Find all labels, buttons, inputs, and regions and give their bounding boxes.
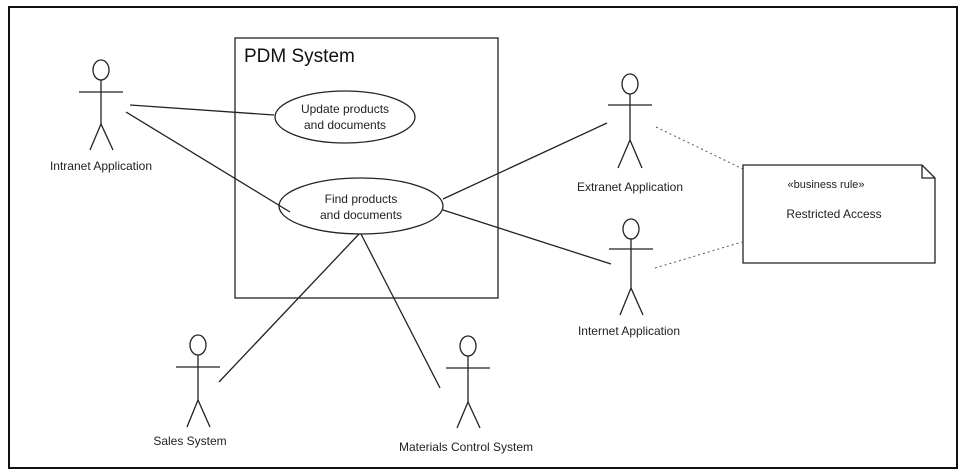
use-case-find-line1: Find products <box>325 192 398 206</box>
use-case-find-line2: and documents <box>320 208 402 222</box>
assoc-find-internet <box>442 209 612 265</box>
use-case-update-line2: and documents <box>304 118 386 132</box>
actor-extranet <box>608 73 652 169</box>
business-rule-note <box>742 164 936 264</box>
note-anchor-internet <box>654 241 743 269</box>
note-fold <box>921 165 935 179</box>
use-case-update-line1: Update products <box>301 102 389 116</box>
use-case-update <box>274 90 416 144</box>
assoc-find-extranet <box>442 122 608 200</box>
actor-intranet <box>79 59 123 151</box>
assoc-find-sales <box>218 233 360 383</box>
use-case-find <box>278 177 444 235</box>
actor-internet <box>609 218 653 316</box>
assoc-intranet-find <box>125 111 291 213</box>
actor-extranet-label: Extranet Application <box>577 180 683 194</box>
note-text: Restricted Access <box>786 207 881 221</box>
actor-intranet-label: Intranet Application <box>50 159 152 173</box>
note-anchor-extranet <box>655 126 746 171</box>
actor-sales-label: Sales System <box>153 434 226 448</box>
actor-materials <box>446 335 490 429</box>
actor-sales <box>176 334 220 428</box>
diagram-frame <box>8 6 958 469</box>
note-stereotype: «business rule» <box>787 179 864 191</box>
assoc-find-materials <box>360 233 441 389</box>
assoc-intranet-update <box>129 104 275 116</box>
actor-materials-label: Materials Control System <box>399 440 533 454</box>
system-boundary <box>234 37 499 299</box>
actor-internet-label: Internet Application <box>578 324 680 338</box>
system-title: PDM System <box>244 46 355 67</box>
